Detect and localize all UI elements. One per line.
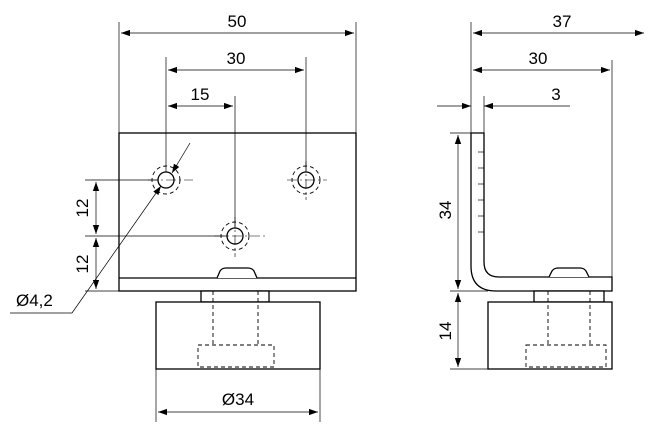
dim-vertical-upper-label: 12: [73, 199, 92, 218]
dim-foot-height-label: 14: [436, 322, 455, 341]
side-leg-ticks: [478, 151, 484, 233]
front-bracket-plate: [118, 132, 357, 292]
dim-foot-diameter: Ø34: [158, 390, 318, 416]
dim-vertical-upper: 12: [73, 182, 100, 234]
dim-hole-diameter-label: Ø4,2: [16, 291, 53, 310]
dim-thickness: 3: [437, 85, 570, 110]
side-extension-lines: [450, 22, 613, 370]
side-base-slot: [548, 267, 590, 278]
front-post: [200, 290, 270, 303]
dim-height: 34: [436, 135, 462, 289]
dim-thickness-label: 3: [551, 85, 560, 104]
dim-hole-offset-label: 15: [191, 85, 210, 104]
front-view: 50 30 15 12 12 Ø4,2: [10, 12, 357, 422]
dim-vertical-lower-label: 12: [73, 255, 92, 274]
front-base-slot: [216, 267, 258, 279]
dim-overall-depth: 37: [473, 12, 644, 37]
side-foot: [487, 301, 613, 370]
dim-height-label: 34: [436, 201, 455, 220]
dim-foot-diameter-label: Ø34: [222, 390, 254, 409]
front-hidden-thread: [197, 291, 275, 368]
dim-overall-width-label: 50: [228, 12, 247, 31]
dim-hole-spacing-label: 30: [227, 49, 246, 68]
dim-hole-offset: 15: [168, 85, 233, 110]
side-view: 37 30 3 34 14: [436, 12, 644, 370]
dim-overall-width: 50: [121, 12, 354, 37]
dim-hole-diameter: Ø4,2: [10, 142, 191, 314]
dim-vertical-lower: 12: [73, 238, 100, 289]
side-l-bracket: [470, 132, 613, 292]
dim-foot-height: 14: [436, 293, 462, 367]
dim-hole-depth-label: 30: [529, 49, 548, 68]
dim-overall-depth-label: 37: [553, 12, 572, 31]
dim-hole-spacing: 30: [168, 49, 304, 74]
side-post: [533, 290, 605, 303]
dim-hole-depth: 30: [473, 49, 610, 74]
front-extension-lines: [85, 22, 357, 422]
side-hidden-thread: [525, 291, 607, 368]
front-foot: [155, 301, 321, 370]
